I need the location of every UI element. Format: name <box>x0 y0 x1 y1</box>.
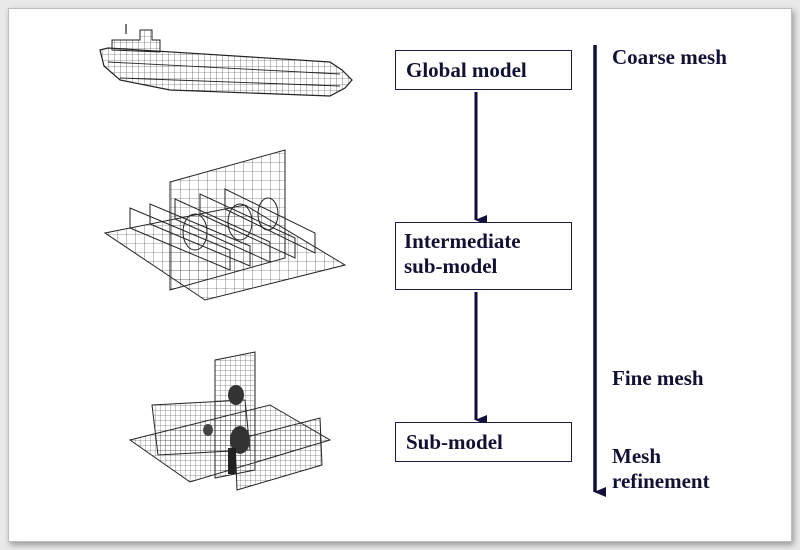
submodel-box: Sub-model <box>395 422 572 462</box>
mesh-refinement-line1: Mesh <box>612 444 661 468</box>
mesh-refinement-label: Mesh refinement <box>612 444 710 494</box>
submodel-label: Sub-model <box>406 430 503 454</box>
intermediate-structure-mesh-illustration <box>103 149 347 301</box>
global-model-box: Global model <box>395 50 572 90</box>
fine-mesh-label: Fine mesh <box>612 366 704 390</box>
submodel-detail-mesh-illustration <box>128 351 332 491</box>
mesh-refinement-line2: refinement <box>612 469 710 494</box>
intermediate-submodel-box: Intermediate sub-model <box>395 222 572 290</box>
intermediate-label-line1: Intermediate <box>404 229 521 253</box>
ship-mesh-illustration <box>99 24 353 97</box>
intermediate-label-line2: sub-model <box>404 254 498 279</box>
coarse-mesh-label: Coarse mesh <box>612 45 727 69</box>
global-model-label: Global model <box>406 58 527 82</box>
